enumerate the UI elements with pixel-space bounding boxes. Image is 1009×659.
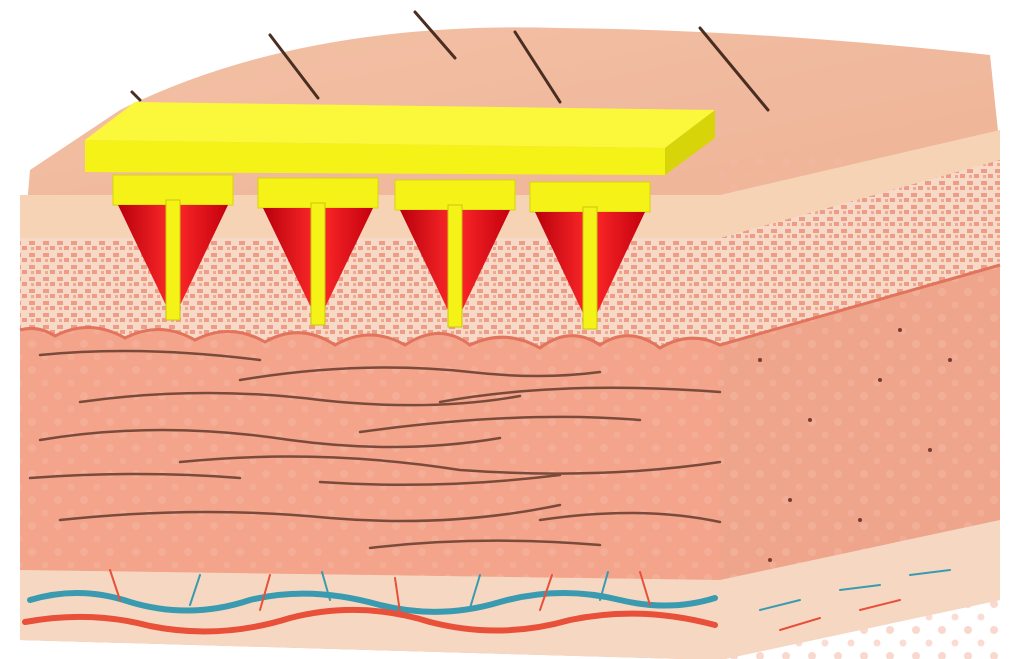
patch-backing-top xyxy=(85,102,715,148)
hair xyxy=(132,92,140,100)
needle-shaft xyxy=(583,207,597,329)
needle-shaft xyxy=(166,200,180,320)
needle-shaft xyxy=(311,203,325,325)
needle-shaft xyxy=(448,205,462,327)
